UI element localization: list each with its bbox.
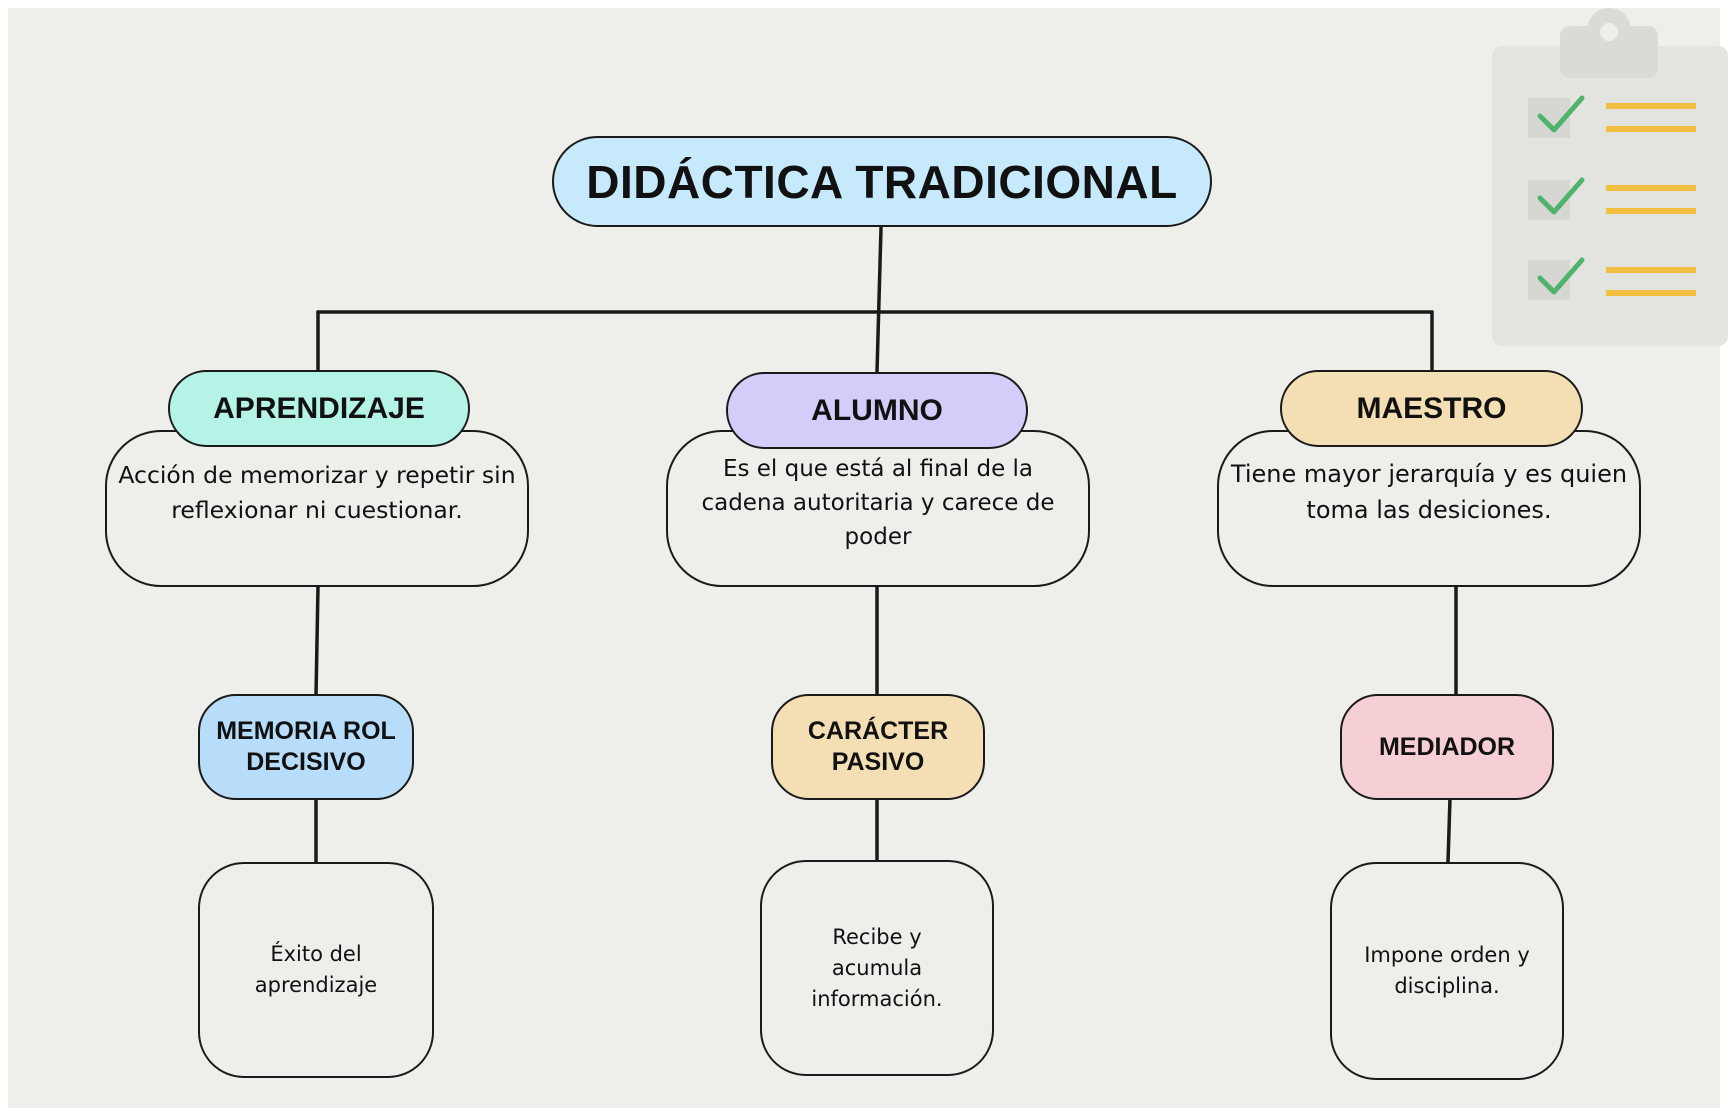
detail-aprendizaje: Éxito del aprendizaje — [198, 862, 434, 1078]
connector-desc-aprendizaje-to-sub — [314, 584, 320, 698]
subnode-memoria-rol-decisivo: MEMORIA ROL DECISIVO — [198, 694, 414, 800]
category-maestro-label: MAESTRO — [1356, 391, 1507, 425]
connector-title-trunk — [875, 226, 883, 374]
category-aprendizaje: APRENDIZAJE — [168, 370, 470, 447]
title-node: DIDÁCTICA TRADICIONAL — [552, 136, 1212, 227]
category-alumno: ALUMNO — [726, 372, 1028, 449]
checklist-row-1 — [1528, 95, 1696, 138]
description-alumno-text: Es el que está al final de la cadena aut… — [701, 456, 1055, 550]
title-text: DIDÁCTICA TRADICIONAL — [586, 155, 1178, 208]
detail-alumno: Recibe y acumula información. — [760, 860, 994, 1076]
subnode-alumno-line-2: PASIVO — [831, 748, 925, 776]
subnode-aprendizaje-line-2: DECISIVO — [246, 748, 366, 776]
description-aprendizaje: Acción de memorizar y repetir sin reflex… — [105, 430, 529, 587]
category-maestro: MAESTRO — [1280, 370, 1583, 447]
subnode-mediador: MEDIADOR — [1340, 694, 1554, 800]
clipboard-checklist-icon — [1492, 8, 1728, 346]
category-alumno-label: ALUMNO — [811, 393, 943, 427]
connector-sub-maestro-to-leaf — [1446, 796, 1452, 864]
detail-aprendizaje-text: Éxito del aprendizaje — [254, 942, 378, 997]
subnode-caracter-pasivo: CARÁCTER PASIVO — [771, 694, 985, 800]
checklist-row-2 — [1528, 177, 1696, 220]
subnode-alumno-line-1: CARÁCTER — [807, 717, 949, 745]
detail-maestro: Impone orden y disciplina. — [1330, 862, 1564, 1080]
subnode-maestro-line-1: MEDIADOR — [1378, 732, 1516, 761]
subnode-aprendizaje-line-1: MEMORIA ROL — [216, 717, 396, 745]
detail-maestro-text: Impone orden y disciplina. — [1364, 943, 1530, 998]
description-alumno: Es el que está al final de la cadena aut… — [666, 430, 1090, 587]
description-maestro-text: Tiene mayor jerarquía y es quien toma la… — [1230, 460, 1628, 524]
detail-alumno-text: Recibe y acumula información. — [811, 924, 943, 1011]
description-maestro: Tiene mayor jerarquía y es quien toma la… — [1217, 430, 1641, 587]
checklist-row-3 — [1528, 257, 1696, 300]
category-aprendizaje-label: APRENDIZAJE — [213, 391, 425, 425]
description-aprendizaje-text: Acción de memorizar y repetir sin reflex… — [118, 461, 516, 524]
